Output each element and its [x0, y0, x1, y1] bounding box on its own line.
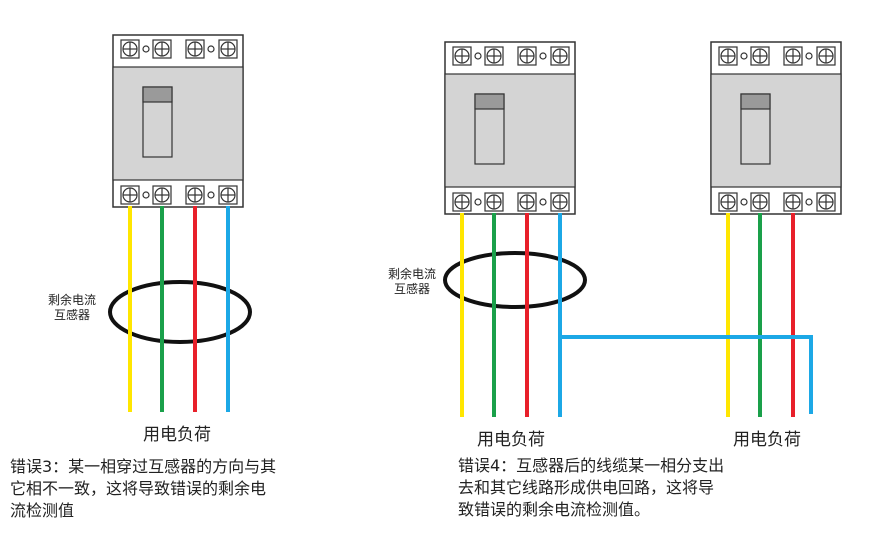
- caption-line: 去和其它线路形成供电回路，这将导: [458, 478, 715, 497]
- caption-line: 错误3：某一相穿过互感器的方向与其: [10, 457, 277, 476]
- terminal-hole: [740, 52, 748, 60]
- load-label-right-1: 用电负荷: [477, 430, 545, 450]
- terminal-hole: [207, 45, 215, 53]
- breaker-handle-top: [142, 86, 173, 103]
- terminal-hole: [142, 191, 150, 199]
- caption-line: 致错误的剩余电流检测值。: [458, 500, 651, 519]
- breaker-body: [112, 66, 244, 181]
- breaker-body: [710, 73, 842, 188]
- terminal-hole: [142, 45, 150, 53]
- caption-error-4: 错误4：互感器后的线缆某一相分支出 去和其它线路形成供电回路，这将导 致错误的剩…: [458, 455, 724, 521]
- sensor-label-line1: 剩余电流: [48, 293, 97, 307]
- caption-line: 错误4：互感器后的线缆某一相分支出: [458, 456, 725, 475]
- terminal-hole: [207, 191, 215, 199]
- breaker-handle-top: [474, 93, 505, 110]
- sensor-label-line2: 互感器: [394, 282, 431, 296]
- terminal-hole: [740, 198, 748, 206]
- caption-line: 它相不一致，这将导致错误的剩余电: [10, 479, 267, 498]
- terminal-hole: [474, 198, 482, 206]
- terminal-hole: [805, 198, 813, 206]
- caption-line: 流检测值: [10, 501, 75, 520]
- breaker-handle-top: [740, 93, 771, 110]
- sensor-label-line1: 剩余电流: [388, 267, 437, 281]
- breaker-body: [444, 73, 576, 188]
- current-transformer-ring-left: [108, 280, 252, 344]
- sensor-label-left: 剩余电流 互感器: [48, 293, 96, 323]
- sensor-label-line2: 互感器: [54, 308, 91, 322]
- terminal-hole: [805, 52, 813, 60]
- load-label-right-2: 用电负荷: [733, 430, 801, 450]
- load-label-left: 用电负荷: [143, 425, 211, 445]
- caption-error-3: 错误3：某一相穿过互感器的方向与其 它相不一致，这将导致错误的剩余电 流检测值: [10, 456, 276, 522]
- terminal-hole: [539, 52, 547, 60]
- wire-blue-branch: [560, 335, 813, 414]
- current-transformer-ring-right: [443, 251, 587, 309]
- sensor-label-right: 剩余电流 互感器: [388, 267, 436, 297]
- terminal-hole: [539, 198, 547, 206]
- terminal-hole: [474, 52, 482, 60]
